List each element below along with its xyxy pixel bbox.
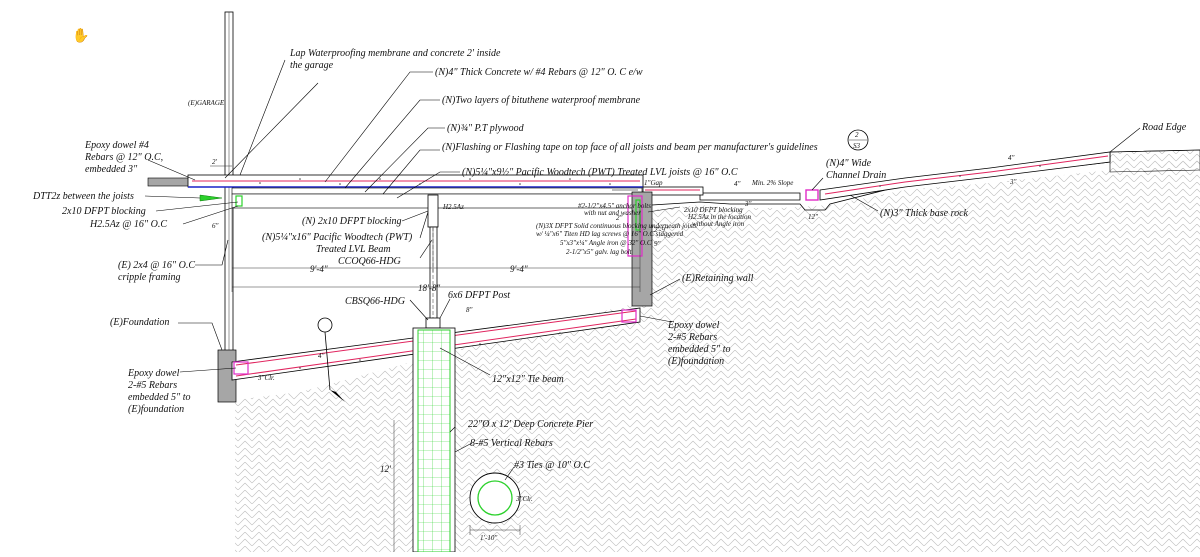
dim-six-in: 6"	[212, 222, 219, 230]
label-beam-2: Treated LVL Beam	[316, 244, 391, 255]
dim-nine-in: 9"	[654, 240, 661, 248]
dim-two-ft: 2'	[212, 158, 218, 166]
dim-pier-dia: 1'-10"	[480, 534, 497, 542]
label-joists: (N)5¼"x9½" Pacific Woodtech (PWT) Treate…	[462, 167, 738, 178]
dim-eight-in: 8"	[466, 306, 473, 314]
label-base-rock: (N)3" Thick base rock	[880, 208, 969, 219]
section-arrow	[330, 390, 345, 402]
soil-hatch	[235, 160, 1200, 552]
label-epoxy-dowel-right-4: (E)foundation	[668, 356, 724, 367]
label-beam-1: (N)5¼"x16" Pacific Woodtech (PWT)	[262, 232, 413, 243]
label-blocking-right-2: H2.5Az in the location	[687, 213, 751, 221]
detail-ref-top: 2	[855, 131, 859, 139]
label-ties: #3 Ties @ 10" O.C	[514, 460, 590, 471]
label-lag-bolt: 2-1/2"x5" galv. lag bolt	[566, 248, 633, 256]
label-thick-concrete: (N)4" Thick Concrete w/ #4 Rebars @ 12" …	[435, 67, 643, 78]
label-cripple-2: cripple framing	[118, 272, 181, 283]
label-epoxy-dowel-top-2: Rebars @ 12" O.C,	[84, 152, 163, 163]
label-cbsq: CBSQ66-HDG	[345, 296, 405, 307]
label-garage: (E)GARAGE	[188, 99, 225, 107]
dim-span-total: 18'-8"	[418, 283, 440, 293]
pier-section-ties	[477, 480, 513, 516]
dim-two-in: 2"	[616, 214, 623, 222]
label-h25az-mid: H2.5Az	[442, 203, 464, 211]
label-epoxy-dowel-left-1: Epoxy dowel	[127, 368, 180, 379]
label-road-edge: Road Edge	[1141, 122, 1187, 133]
label-cripple-1: (E) 2x4 @ 16" O.C	[118, 260, 195, 271]
pier-rebar-cage	[417, 329, 451, 553]
label-epoxy-dowel-left-2: 2-#5 Rebars	[128, 380, 177, 391]
detail-ref-bottom: S3	[853, 142, 861, 150]
label-epoxy-dowel-right-3: embedded 5" to	[668, 344, 731, 355]
dim-pier-depth: 12'	[380, 464, 392, 474]
label-post: 6x6 DFPT Post	[448, 290, 510, 301]
label-solid-block-2: w/ ¼"x6" Titen HD lag screws @ 16" O.C s…	[536, 230, 684, 238]
pier-section-circle	[469, 472, 521, 524]
dim-three-in-a: 3"	[744, 200, 752, 208]
dim-four-in-b: 4"	[1008, 154, 1015, 162]
right-dowel	[621, 309, 637, 323]
label-channel-drain-2: Channel Drain	[826, 170, 886, 181]
label-gap: 1"Gap	[644, 179, 663, 187]
label-epoxy-dowel-left-4: (E)foundation	[128, 404, 184, 415]
label-anchor-1: #2-1/2"x4.5" anchor bolts	[578, 202, 651, 210]
label-h25az-left: H2.5Az @ 16" O.C	[89, 219, 167, 230]
hand-cursor-icon: ✋	[72, 27, 89, 44]
label-foundation-left: (E)Foundation	[110, 317, 169, 328]
label-angle-iron: 5"x3"x¼" Angle iron @ 32" O.C	[560, 239, 652, 247]
dim-four-in-a: 4"	[734, 180, 741, 188]
dim-two-ft-9: 2'-9"	[654, 226, 668, 234]
cbsq-base	[425, 317, 441, 329]
dim-span-right: 9'-4"	[510, 264, 528, 274]
label-vertical-rebars: 8-#5 Vertical Rebars	[470, 438, 553, 449]
exterior-slab	[699, 192, 801, 201]
label-lap-waterproofing-2: the garage	[290, 60, 334, 71]
road-surface	[1109, 149, 1200, 173]
label-anchor-2: with nut and washer	[584, 209, 641, 217]
label-blocking-right-1: 2x10 DFPT blocking	[684, 206, 743, 214]
label-dtt2z: DTT2z between the joists	[32, 191, 134, 202]
label-channel-drain-1: (N)4" Wide	[826, 158, 872, 169]
dtt2z-hardware	[199, 194, 223, 202]
label-plywood: (N)¾" P.T plywood	[447, 123, 525, 134]
label-pier: 22"Ø x 12' Deep Concrete Pier	[468, 419, 593, 430]
label-retaining-wall: (E)Retaining wall	[682, 273, 754, 284]
label-epoxy-dowel-top-3: embedded 3"	[85, 164, 138, 175]
aggregate-marks	[259, 165, 1041, 369]
label-clr-left: 3"Clr.	[257, 374, 275, 382]
dim-twelve-in: 12"	[808, 213, 818, 221]
label-lap-waterproofing-1: Lap Waterproofing membrane and concrete …	[289, 48, 501, 59]
label-epoxy-dowel-left-3: embedded 5" to	[128, 392, 191, 403]
section-cut-line	[324, 331, 331, 391]
leader-lines	[144, 59, 1141, 481]
sloped-slab	[819, 151, 1111, 201]
label-tie-beam: 12"x12" Tie beam	[492, 374, 564, 385]
channel-drain	[805, 189, 819, 201]
dimension-lines	[210, 165, 641, 552]
label-solid-block-1: (N)3X DFPT Solid continuous blocking und…	[536, 222, 697, 230]
plywood-layer	[231, 187, 643, 195]
slab-rebar-right	[824, 155, 1109, 195]
lvl-beam	[427, 194, 439, 228]
label-ccoq: CCOQ66-HDG	[338, 256, 401, 267]
solid-blocking	[627, 195, 643, 257]
h25az-left-hardware	[235, 195, 243, 207]
label-bituthene: (N)Two layers of bituthene waterproof me…	[442, 95, 641, 106]
label-flashing: (N)Flashing or Flashing tape on top face…	[442, 142, 818, 153]
dim-span-left: 9'-4"	[310, 264, 328, 274]
dim-three-in-b: 3"	[1009, 178, 1017, 186]
label-blocking-mid: (N) 2x10 DFPT blocking	[302, 216, 402, 227]
label-epoxy-dowel-top-1: Epoxy dowel #4	[84, 140, 149, 151]
label-blocking-right-3: without Angle iron	[692, 220, 745, 228]
label-blocking-left: 2x10 DFPT blocking	[62, 206, 146, 217]
label-clr-pier: 3"Clr.	[515, 495, 533, 503]
label-epoxy-dowel-right-2: 2-#5 Rebars	[668, 332, 717, 343]
section-marker	[317, 317, 333, 333]
slab-extension	[642, 186, 704, 196]
dim-four-in-c: 4"	[318, 352, 325, 360]
label-epoxy-dowel-right-1: Epoxy dowel	[667, 320, 720, 331]
label-slope: Min. 2% Slope	[751, 179, 793, 187]
